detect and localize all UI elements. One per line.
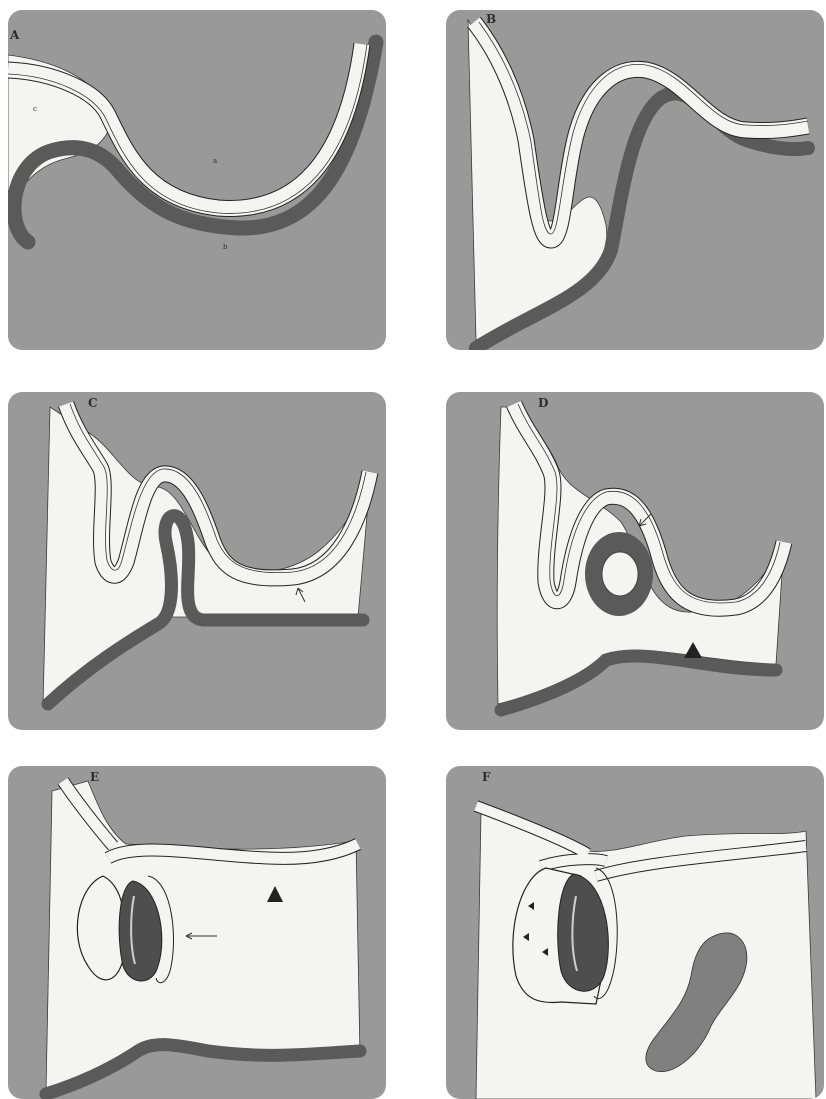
panel-e-drawing [8, 766, 386, 1099]
panel-d: D [446, 392, 824, 730]
panel-a-mark-b: b [223, 243, 227, 251]
panel-a-mark-a: a [213, 157, 217, 165]
panel-f: F [446, 766, 824, 1099]
panel-c-label: C [88, 396, 98, 410]
panel-e: E [8, 766, 386, 1099]
panel-c: C [8, 392, 386, 730]
panel-e-label: E [90, 770, 99, 784]
panel-a-label: A [10, 28, 19, 42]
panel-c-drawing [8, 392, 386, 730]
panel-f-label: F [482, 770, 491, 784]
panel-d-drawing [446, 392, 824, 730]
panel-b-drawing [446, 10, 824, 350]
panel-b-label: B [486, 12, 496, 26]
panel-a-mark-c: c [33, 105, 37, 113]
panel-a-drawing [8, 10, 386, 350]
panel-f-drawing [446, 766, 824, 1099]
panel-d-ring-lumen [602, 552, 638, 596]
panel-d-label: D [538, 396, 548, 410]
panel-a: A c a b [8, 10, 386, 350]
panel-b: B [446, 10, 824, 350]
